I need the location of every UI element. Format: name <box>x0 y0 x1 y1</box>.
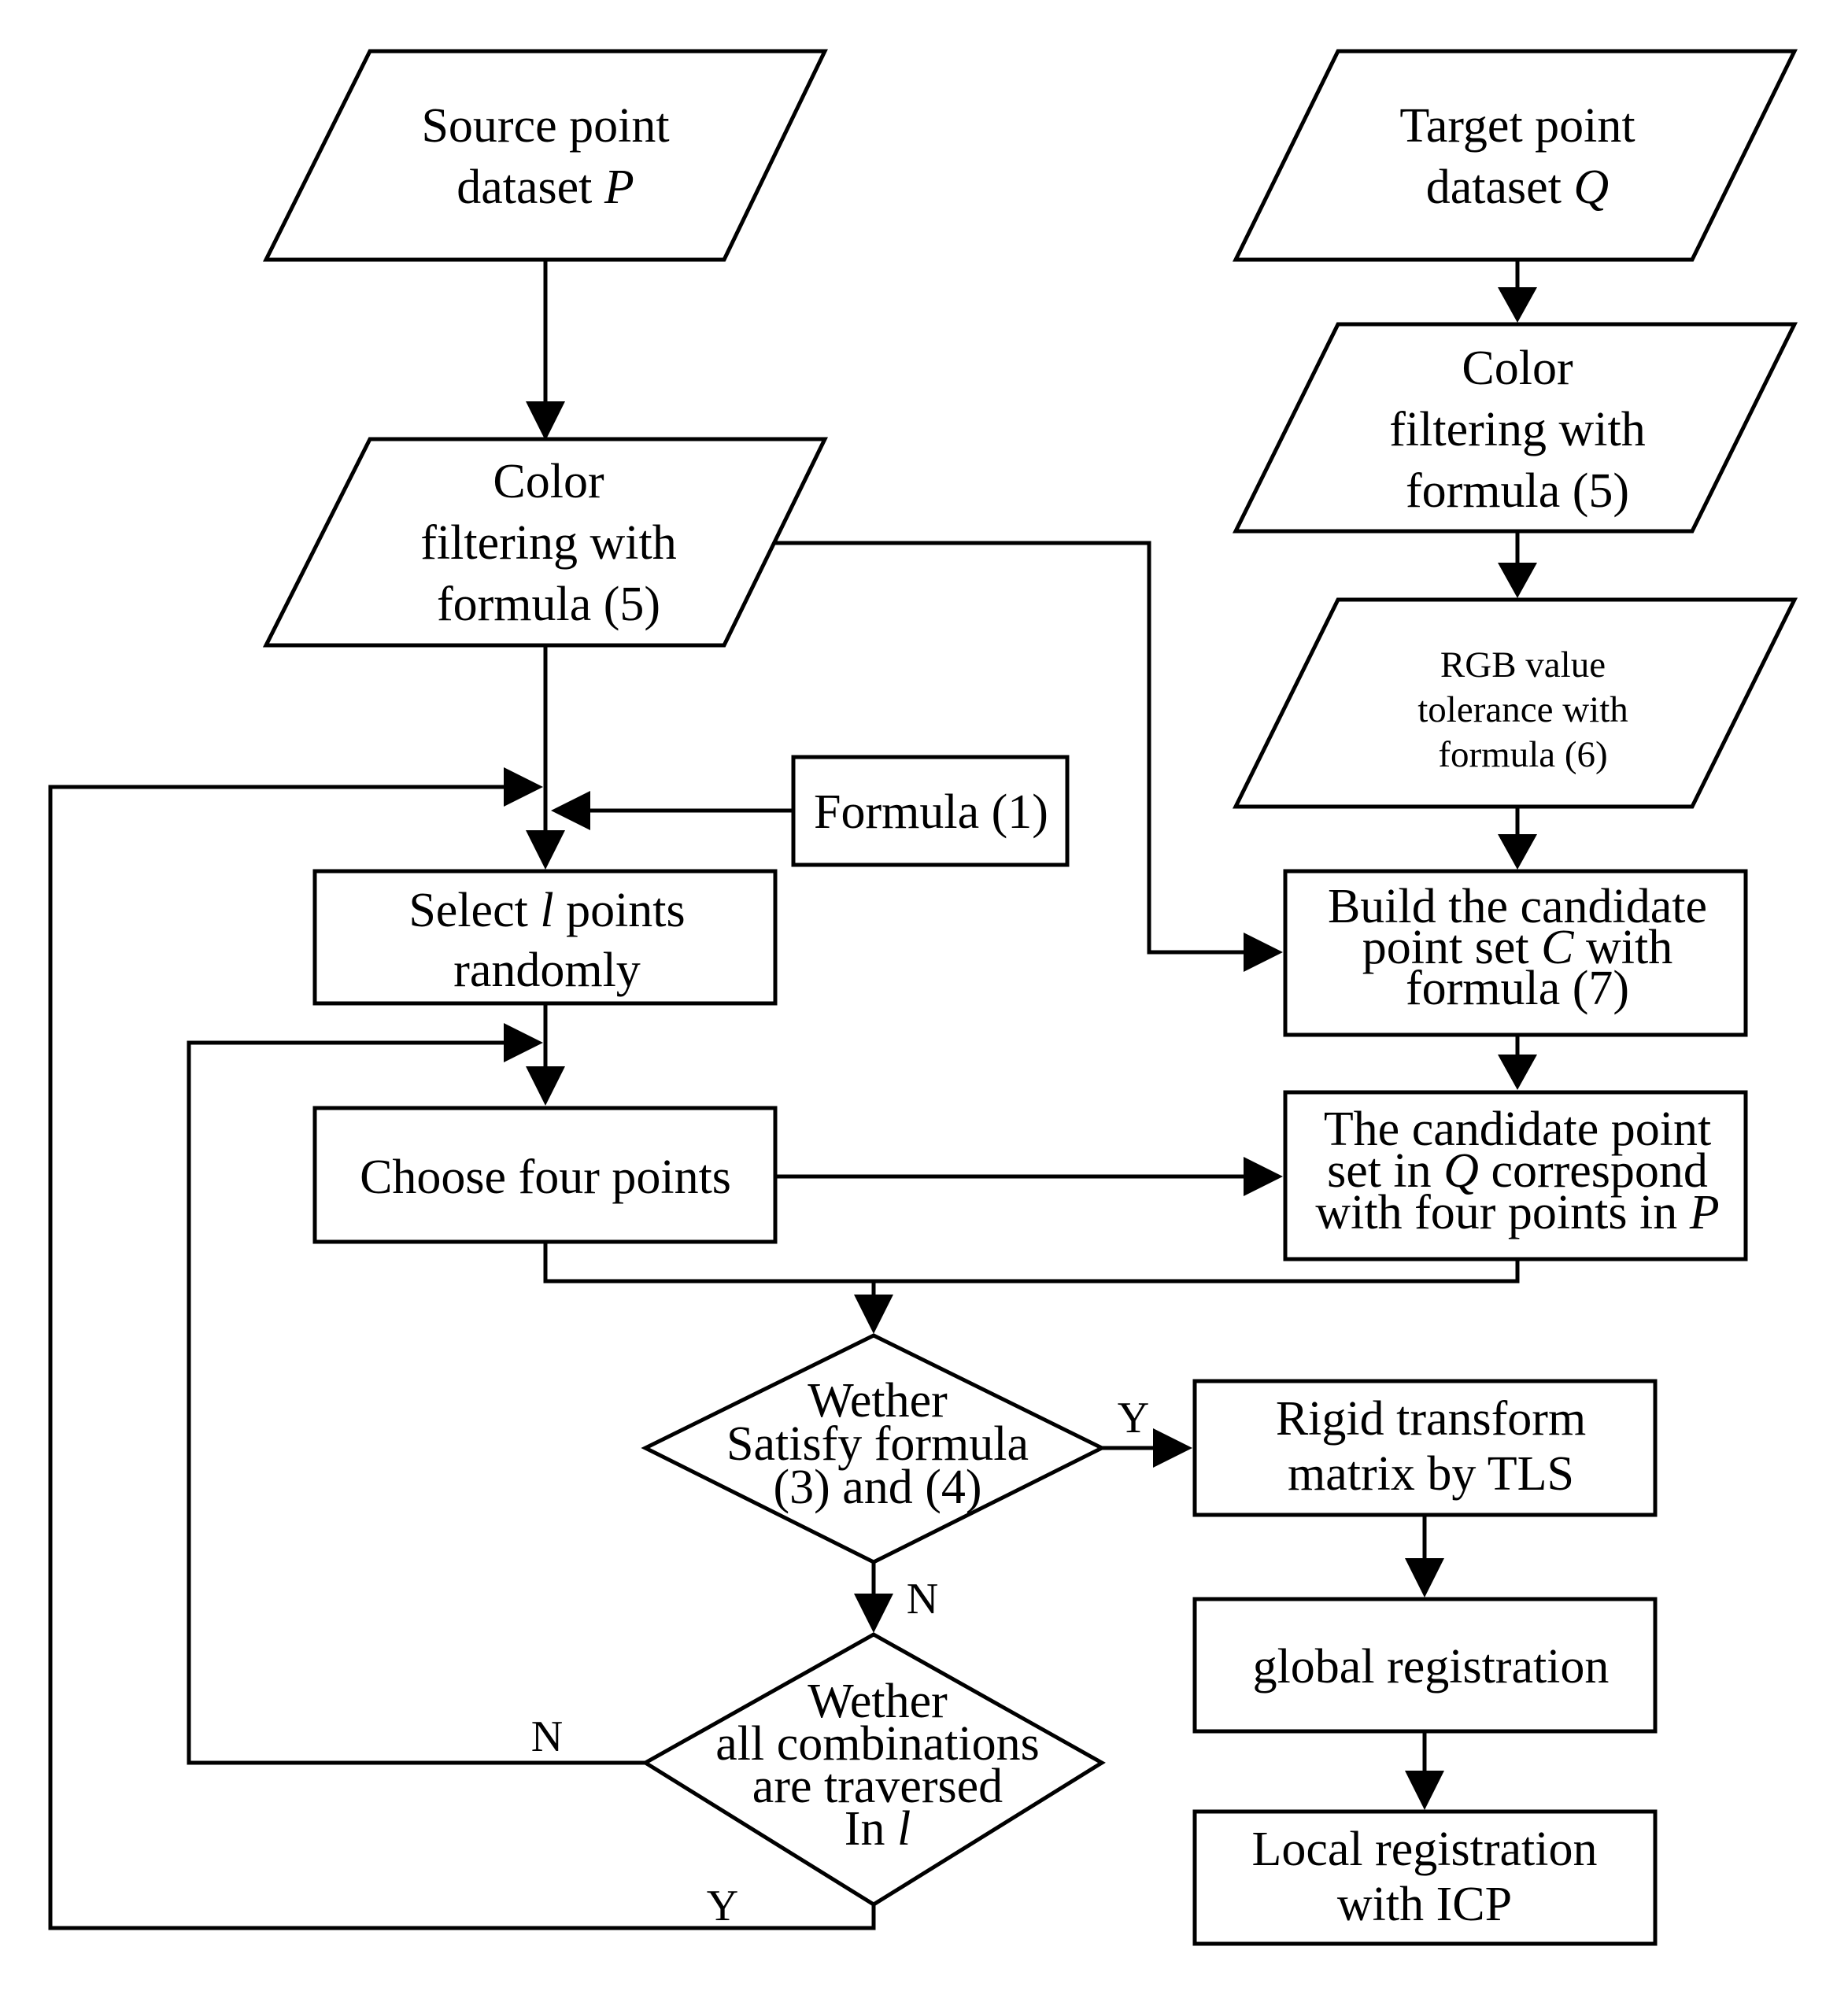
decision-satisfy-formula: Wether Satisfy formula (3) and (4) <box>641 1333 1107 1564</box>
node-source-dataset: Source point dataset P <box>262 49 828 262</box>
node-build-candidate: Build the candidate point set C with for… <box>1283 869 1748 1037</box>
node-local-registration: Local registration with ICP <box>1192 1809 1658 1946</box>
node-rgb-line2: tolerance with <box>1417 689 1628 730</box>
node-local-line2: with ICP <box>1337 1878 1512 1931</box>
node-choose-four: Choose four points <box>312 1106 778 1244</box>
node-candidate-line2: set in Q correspond <box>1327 1144 1708 1198</box>
edge-label-satisfy-no: N <box>907 1575 938 1623</box>
node-choose-label: Choose four points <box>360 1151 731 1204</box>
node-build-line3: formula (7) <box>1406 962 1629 1015</box>
node-source-line1: Source point <box>421 99 669 153</box>
node-select-line2: randomly <box>453 944 641 997</box>
node-color-filter-right-line1: Color <box>1462 342 1573 395</box>
node-color-filter-left-line1: Color <box>493 455 604 508</box>
node-color-filter-right-line2: filtering with <box>1389 403 1645 456</box>
node-local-line1: Local registration <box>1252 1823 1598 1876</box>
node-rigid-line2: matrix by TLS <box>1288 1447 1574 1501</box>
node-target-line1: Target point <box>1399 99 1635 153</box>
node-rigid-transform: Rigid transform matrix by TLS <box>1192 1379 1658 1517</box>
node-select-points: Select l points randomly <box>312 869 778 1006</box>
decision-traversed-line2: all combinations <box>715 1717 1040 1771</box>
node-build-line1: Build the candidate <box>1328 880 1707 933</box>
edge-label-traversed-no: N <box>531 1712 563 1761</box>
node-candidate-set: The candidate point set in Q correspond … <box>1283 1090 1748 1261</box>
node-rgb-line1: RGB value <box>1440 645 1606 685</box>
node-global-registration: global registration <box>1192 1597 1658 1734</box>
node-color-filter-left-line2: filtering with <box>420 516 676 570</box>
node-color-filter-left: Color filtering with formula (5) <box>262 437 829 648</box>
node-formula-1-label: Formula (1) <box>814 785 1048 839</box>
node-rgb-line3: formula (6) <box>1438 734 1607 775</box>
decision-satisfy-line1: Wether <box>808 1374 948 1428</box>
node-source-line2: dataset P <box>456 161 634 214</box>
decision-all-traversed: Wether all combinations are traversed In… <box>641 1632 1106 1907</box>
connectors <box>48 260 1537 1930</box>
node-color-filter-left-line3: formula (5) <box>437 578 660 631</box>
node-target-line2: dataset Q <box>1426 161 1609 214</box>
node-build-line2: point set C with <box>1362 921 1672 974</box>
node-global-label: global registration <box>1253 1640 1610 1694</box>
decision-traversed-line1: Wether <box>808 1675 948 1728</box>
edge-label-traversed-yes: Y <box>707 1882 738 1930</box>
node-target-dataset: Target point dataset Q <box>1232 49 1798 262</box>
node-candidate-line3: with four points in P <box>1315 1186 1719 1239</box>
node-select-line1: Select l points <box>408 884 685 937</box>
decision-traversed-line3: are traversed <box>752 1760 1003 1813</box>
edge-labels: Y N N Y <box>531 1394 1149 1930</box>
node-formula-1: Formula (1) <box>791 755 1070 867</box>
decision-satisfy-line3: (3) and (4) <box>773 1461 981 1514</box>
node-candidate-line1: The candidate point <box>1324 1103 1711 1156</box>
decision-traversed-line4: In l <box>845 1802 911 1856</box>
node-rigid-line1: Rigid transform <box>1276 1392 1586 1446</box>
node-color-filter-right: Color filtering with formula (5) <box>1232 322 1798 534</box>
node-color-filter-right-line3: formula (5) <box>1406 464 1629 518</box>
decision-satisfy-line2: Satisfy formula <box>726 1417 1029 1471</box>
edge-label-satisfy-yes: Y <box>1118 1394 1149 1442</box>
node-rgb-tolerance: RGB value tolerance with formula (6) <box>1232 597 1798 809</box>
